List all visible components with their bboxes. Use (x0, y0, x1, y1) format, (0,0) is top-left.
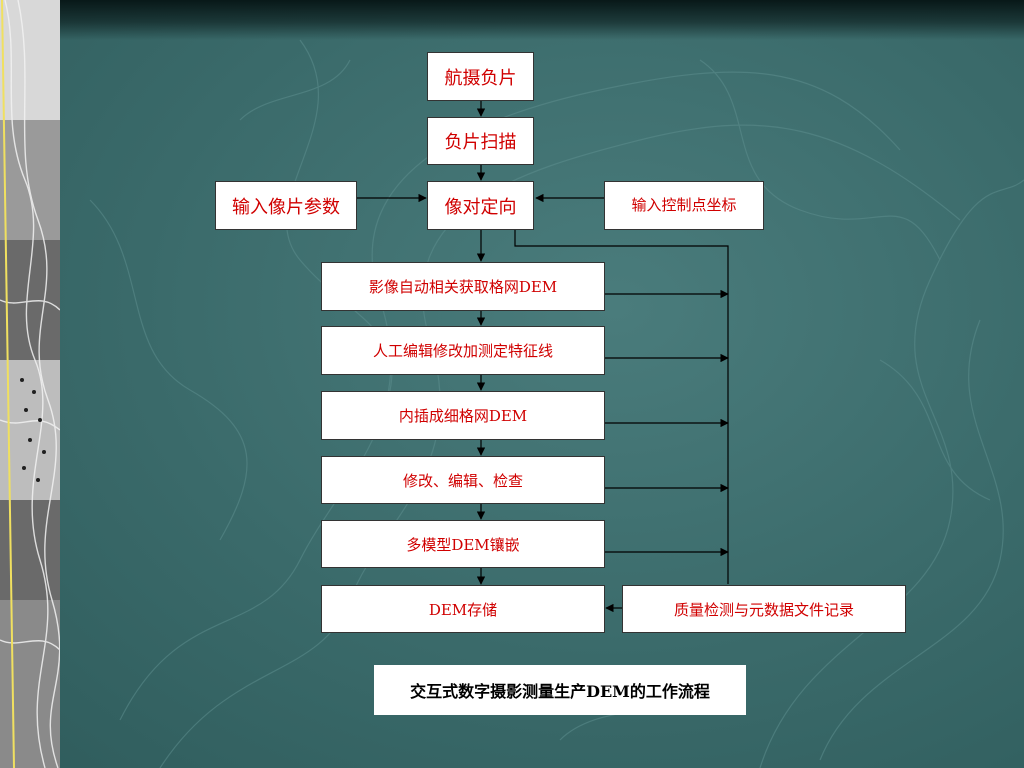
node-dem-storage: DEM存储 (321, 585, 605, 633)
node-multi-model-mosaic: 多模型DEM镶嵌 (321, 520, 605, 568)
node-quality-metadata: 质量检测与元数据文件记录 (622, 585, 906, 633)
node-input-control-coords-label: 输入控制点坐标 (631, 196, 737, 214)
diagram-caption-text: 交互式数字摄影测量生产DEM的工作流程 (410, 682, 710, 701)
top-shadow-bar (0, 0, 1024, 40)
node-dem-storage-label: DEM存储 (428, 600, 498, 619)
node-relative-orientation: 像对定向 (427, 181, 534, 230)
node-negative-scan-label: 负片扫描 (444, 132, 517, 153)
node-input-photo-params: 输入像片参数 (215, 181, 357, 230)
node-aerial-negative: 航摄负片 (427, 52, 534, 101)
node-input-photo-params-label: 输入像片参数 (232, 196, 340, 218)
node-input-control-coords: 输入控制点坐标 (604, 181, 764, 230)
topographic-map-strip (0, 0, 60, 768)
node-relative-orientation-label: 像对定向 (444, 196, 517, 218)
node-interpolate-fine-grid: 内插成细格网DEM (321, 391, 605, 440)
node-interpolate-fine-grid-label: 内插成细格网DEM (398, 407, 528, 425)
node-aerial-negative-label: 航摄负片 (444, 67, 517, 89)
node-quality-metadata-label: 质量检测与元数据文件记录 (673, 600, 854, 619)
node-manual-edit-features: 人工编辑修改加测定特征线 (321, 326, 605, 375)
node-manual-edit-features-label: 人工编辑修改加测定特征线 (372, 342, 553, 360)
node-auto-correlation-grid-label: 影像自动相关获取格网DEM (368, 278, 558, 296)
node-multi-model-mosaic-label: 多模型DEM镶嵌 (406, 535, 520, 554)
node-auto-correlation-grid: 影像自动相关获取格网DEM (321, 262, 605, 311)
node-modify-edit-check: 修改、编辑、检查 (321, 456, 605, 504)
node-modify-edit-check-label: 修改、编辑、检查 (402, 471, 523, 490)
diagram-caption: 交互式数字摄影测量生产DEM的工作流程 (374, 665, 746, 715)
node-negative-scan: 负片扫描 (427, 117, 534, 165)
